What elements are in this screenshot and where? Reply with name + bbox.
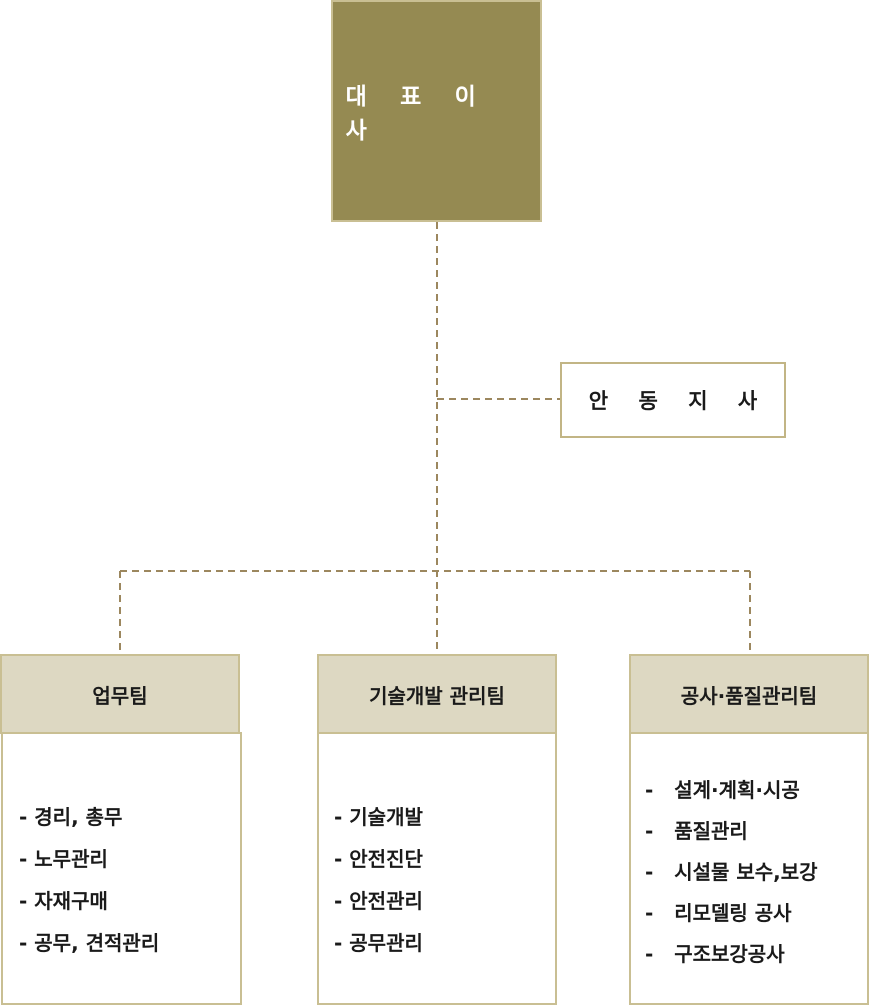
ceo-box: 대 표 이 사	[331, 0, 542, 222]
list-item: - 자재구매	[19, 889, 108, 913]
list-item: - 설계·계획·시공	[645, 778, 800, 802]
list-item: - 경리, 총무	[19, 805, 123, 829]
list-item: - 구조보강공사	[645, 942, 785, 966]
team-name: 기술개발 관리팀	[369, 683, 505, 708]
team-duties-tech-dev: - 기술개발 - 안전진단 - 안전관리 - 공무관리	[317, 732, 557, 1005]
list-item: - 품질관리	[645, 819, 748, 843]
team-duties-operations: - 경리, 총무 - 노무관리 - 자재구매 - 공무, 견적관리	[1, 732, 242, 1005]
branch-label: 안 동 지 사	[588, 389, 769, 413]
team-name: 업무팀	[92, 683, 148, 708]
list-item: - 안전진단	[334, 847, 423, 871]
branch-box: 안 동 지 사	[560, 362, 786, 438]
list-item: - 공무관리	[334, 931, 423, 955]
team-header-operations: 업무팀	[0, 654, 240, 734]
team-header-construction-quality: 공사·품질관리팀	[629, 654, 869, 734]
list-item: - 시설물 보수,보강	[645, 860, 818, 884]
list-item: - 공무, 견적관리	[19, 931, 160, 955]
team-name: 공사·품질관리팀	[680, 683, 818, 708]
list-item: - 리모델링 공사	[645, 901, 792, 925]
team-duties-construction-quality: - 설계·계획·시공 - 품질관리 - 시설물 보수,보강 - 리모델링 공사 …	[629, 732, 869, 1005]
list-item: - 안전관리	[334, 889, 423, 913]
list-item: - 노무관리	[19, 847, 108, 871]
list-item: - 기술개발	[334, 805, 423, 829]
team-header-tech-dev: 기술개발 관리팀	[317, 654, 557, 734]
ceo-label: 대 표 이 사	[345, 84, 489, 144]
